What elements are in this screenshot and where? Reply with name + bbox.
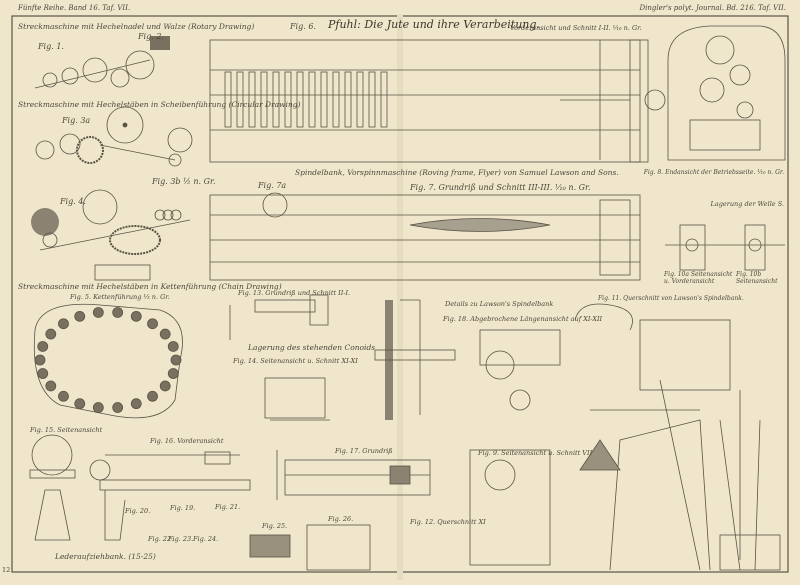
chain-gill-bar	[74, 310, 86, 322]
fig10-bearing	[665, 224, 785, 271]
fig10b-label: Fig. 10b Seitenansicht	[736, 271, 778, 285]
fig12-label: Fig. 12. Querschnitt XI	[410, 518, 486, 526]
chain-gill-bar	[58, 390, 69, 402]
chain-gill-bar	[159, 380, 171, 392]
fig11-cross-section	[574, 303, 781, 571]
section-details: Details zu Lawson's Spindelbank	[445, 300, 554, 308]
spindle	[296, 71, 304, 128]
spindle	[308, 71, 316, 128]
chain-gill-bar	[37, 368, 49, 379]
fig8-label: Fig. 8. Endansicht der Betriebsseite. ⅒ …	[643, 169, 784, 176]
spindle	[368, 71, 376, 128]
fig13-label: Fig. 13. Grundriß und Schnitt II-I.	[238, 289, 351, 297]
fig3b-label: Fig. 3b ½ n. Gr.	[152, 177, 216, 186]
spindle	[284, 71, 292, 128]
chain-gill-bar	[45, 328, 57, 340]
chain-gill-bar	[58, 318, 69, 330]
fig6-sub: Vorderansicht und Schnitt I-II. ⅒ n. Gr.	[510, 24, 642, 32]
chain-gill-bar	[112, 307, 124, 318]
spindle	[260, 71, 268, 128]
fig3-circular-drawing	[35, 106, 193, 167]
fig26-label: Fig. 26.	[328, 515, 354, 523]
chain-gill-bar	[147, 318, 158, 330]
chain-gill-bar	[34, 354, 46, 366]
fig8-end-view	[667, 25, 786, 161]
section-conoid: Lagerung des stehenden Conoids	[248, 343, 376, 352]
fig14-label: Fig. 14. Seitenansicht u. Schnitt XI-XI	[233, 357, 358, 365]
spindle	[272, 71, 280, 128]
fig9-label: Fig. 9. Seitenansicht u. Schnitt VII	[478, 449, 593, 457]
details-lawson	[374, 299, 561, 566]
fig15-stand	[29, 434, 76, 541]
chain-gill-bar	[112, 402, 124, 413]
header-right: Dingler's polyt. Journal. Bd. 216. Taf. …	[639, 4, 787, 12]
chain-gill-bar	[45, 380, 57, 392]
fig22-label: Fig. 22.	[148, 535, 174, 543]
fig19-label: Fig. 19.	[170, 504, 196, 512]
chain-gill-bar	[92, 402, 104, 413]
chain-gill-bar	[167, 368, 179, 379]
fig25-label: Fig. 25.	[262, 522, 288, 530]
fig23-label: Fig. 23.	[168, 535, 194, 543]
fig16-lathe	[89, 451, 251, 541]
fig15-label: Fig. 15. Seitenansicht	[30, 426, 103, 434]
fig16-label: Fig. 16. Vorderansicht	[150, 437, 224, 445]
fig10a-label: Fig. 10a Seitenansicht u. Vorderansicht	[664, 271, 733, 285]
fig18-label: Fig. 18. Abgebrochene Längenansicht auf …	[443, 315, 603, 323]
spindle	[248, 71, 256, 128]
chain-gill-bar	[159, 328, 171, 340]
spindle	[344, 71, 352, 128]
spindle	[332, 71, 340, 128]
fig1-rollers	[34, 36, 170, 89]
chain-gill-bar	[74, 398, 86, 410]
fig17-plan	[276, 450, 431, 500]
chain-gill-bar	[37, 341, 49, 352]
spindle	[224, 71, 232, 128]
fig7a-label: Fig. 7a	[258, 181, 287, 190]
section-circular: Streckmaschine mit Hechelstäben in Schei…	[18, 100, 301, 109]
fig5-label: Fig. 5. Kettenführung ⅓ n. Gr.	[70, 293, 170, 301]
section-rotary: Streckmaschine mit Hechelnadel und Walze…	[18, 22, 255, 31]
chain-gill-bar	[147, 390, 158, 402]
fig2-label: Fig. 2.	[138, 32, 164, 41]
spindle	[356, 71, 364, 128]
chain-gill-bar	[130, 310, 142, 322]
spindle	[236, 71, 244, 128]
fig5-chain-drawing	[33, 303, 183, 419]
section-spindelbank: Spindelbank, Vorspinnmaschine (Roving fr…	[295, 168, 619, 177]
fig6-label: Fig. 6.	[290, 22, 316, 31]
fig7-roving-frame-plan	[209, 192, 641, 281]
section-welle: Lagerung der Welle S.	[710, 200, 784, 208]
fig17-label: Fig. 17. Grundriß	[335, 447, 393, 455]
spindle	[320, 71, 328, 128]
plate-title: Pfuhl: Die Jute und ihre Verarbeitung.	[328, 18, 540, 31]
fig6-roving-frame-front-view	[209, 39, 666, 163]
fig21-label: Fig. 21.	[215, 503, 241, 511]
chain-gill-bar	[130, 398, 142, 410]
header-left: Fünfte Reihe. Band 16. Taf. VII.	[18, 4, 131, 12]
chain-gill-bar	[167, 341, 179, 352]
fig11-label: Fig. 11. Querschnitt von Lawson's Spinde…	[598, 295, 744, 302]
section-chain: Streckmaschine mit Hechelstäben in Kette…	[18, 282, 282, 291]
fig13-14-conoid	[229, 294, 330, 421]
section-leder: Lederaufziehbank. (15-25)	[55, 552, 156, 561]
margin-number: 12	[2, 566, 11, 574]
fig4-label: Fig. 4.	[60, 197, 86, 206]
fig3a-label: Fig. 3a	[62, 116, 91, 125]
fig1-label: Fig. 1.	[38, 42, 64, 51]
fig24-label: Fig. 24.	[193, 535, 219, 543]
chain-gill-bar	[170, 354, 182, 366]
fig4-drawing	[31, 189, 191, 281]
fig20-label: Fig. 20.	[125, 507, 151, 515]
chain-gill-bar	[92, 307, 104, 318]
fig25-26	[249, 524, 371, 571]
spindle	[380, 71, 388, 128]
fig7-label: Fig. 7. Grundriß und Schnitt III-III. ⅒ …	[410, 183, 591, 192]
